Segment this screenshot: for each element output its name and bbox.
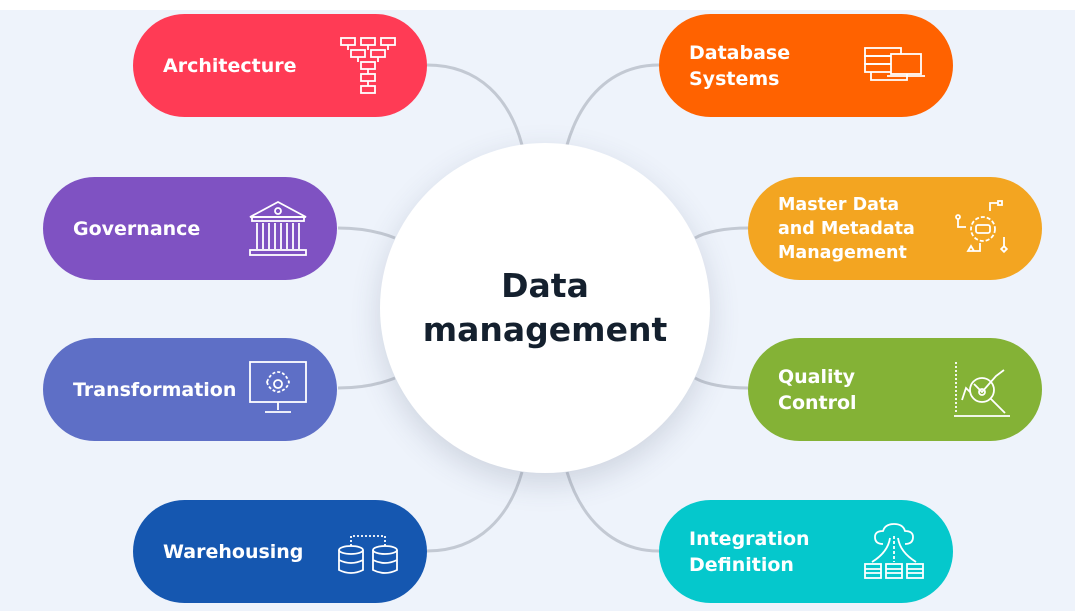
node-label: Transformation [73, 378, 237, 401]
node-transformation: Transformation [43, 338, 337, 441]
node-governance: Governance [43, 177, 337, 280]
connector-quality [694, 376, 749, 390]
node-label: Database Systems [689, 41, 791, 90]
node-database-systems: Database Systems [659, 14, 953, 117]
database-link-icon [338, 535, 398, 574]
hierarchy-icon [340, 37, 396, 94]
monitor-gear-icon [249, 361, 307, 413]
node-label: Quality Control [778, 365, 857, 414]
connector-master [694, 226, 749, 240]
connector-integration [565, 471, 660, 553]
server-laptop-icon [864, 47, 925, 81]
connector-database [565, 63, 660, 146]
gear-flow-icon [955, 200, 1009, 254]
node-architecture: Architecture [133, 14, 427, 117]
node-label: Master Data and Metadata Management [778, 194, 915, 263]
center-node: Data management [380, 143, 710, 473]
node-integration-definition: Integration Definition [659, 500, 953, 603]
cloud-database-icon [864, 523, 924, 579]
node-label: Governance [73, 217, 201, 240]
connector-transformation [337, 376, 396, 390]
institution-icon [249, 200, 307, 256]
connector-governance [337, 226, 396, 240]
chart-magnifier-icon [954, 362, 1010, 417]
node-label: Integration Definition [689, 527, 810, 576]
node-label: Architecture [163, 54, 297, 77]
center-title: Data management [422, 266, 668, 349]
node-quality-control: Quality Control [748, 338, 1042, 441]
connector-architecture [426, 63, 524, 146]
node-warehousing: Warehousing [133, 500, 427, 603]
connector-warehousing [426, 471, 524, 553]
node-label: Warehousing [163, 540, 304, 563]
node-master-data: Master Data and Metadata Management [748, 177, 1042, 280]
